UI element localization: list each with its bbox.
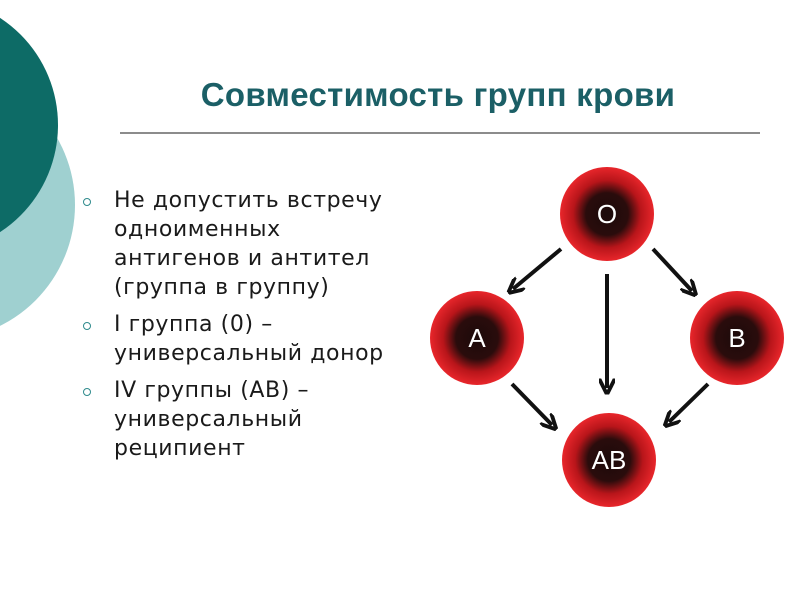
- bullet-line: IV группы (АВ) –: [114, 378, 310, 403]
- bullet-circle-icon: [83, 388, 91, 396]
- bullet-line: универсальный: [114, 407, 303, 432]
- bullet-line: универсальный донор: [114, 341, 384, 366]
- bullet-circle-icon: [83, 198, 91, 206]
- node-ab: AB: [562, 413, 656, 507]
- node-ab-label: AB: [592, 445, 627, 475]
- node-o: O: [560, 167, 654, 261]
- bullet-line: одноименных: [114, 217, 281, 242]
- bullet-list: Не допустить встречу одноименных антиген…: [70, 186, 450, 471]
- blood-compatibility-diagram: O A B AB: [430, 167, 784, 507]
- decorative-circles: [0, 17, 75, 326]
- bullet-line: реципиент: [114, 436, 246, 461]
- bullet-line: I группа (0) –: [114, 312, 273, 337]
- node-o-label: O: [597, 199, 617, 229]
- node-a: A: [430, 291, 524, 385]
- bullet-item: Не допустить встречу одноименных антиген…: [70, 186, 450, 302]
- bullet-line: антигенов и антител: [114, 246, 370, 271]
- bullet-line: Не допустить встречу: [114, 188, 383, 213]
- bullet-item: I группа (0) – универсальный донор: [70, 310, 450, 368]
- arrow-b-to-ab: [669, 382, 710, 422]
- bullet-item: IV группы (АВ) – универсальный реципиент: [70, 376, 450, 463]
- arrow-o-to-b: [651, 247, 692, 291]
- deco-circle-dark: [0, 17, 58, 233]
- arrow-a-to-ab: [510, 382, 552, 425]
- slide-title: Совместимость групп крови: [200, 76, 676, 113]
- bullet-line: (группа в группу): [114, 275, 330, 300]
- title-divider: [120, 132, 760, 134]
- arrow-o-to-a: [513, 247, 563, 289]
- node-b-label: B: [728, 323, 745, 353]
- node-b: B: [690, 291, 784, 385]
- bullet-circle-icon: [83, 322, 91, 330]
- node-a-label: A: [468, 323, 486, 353]
